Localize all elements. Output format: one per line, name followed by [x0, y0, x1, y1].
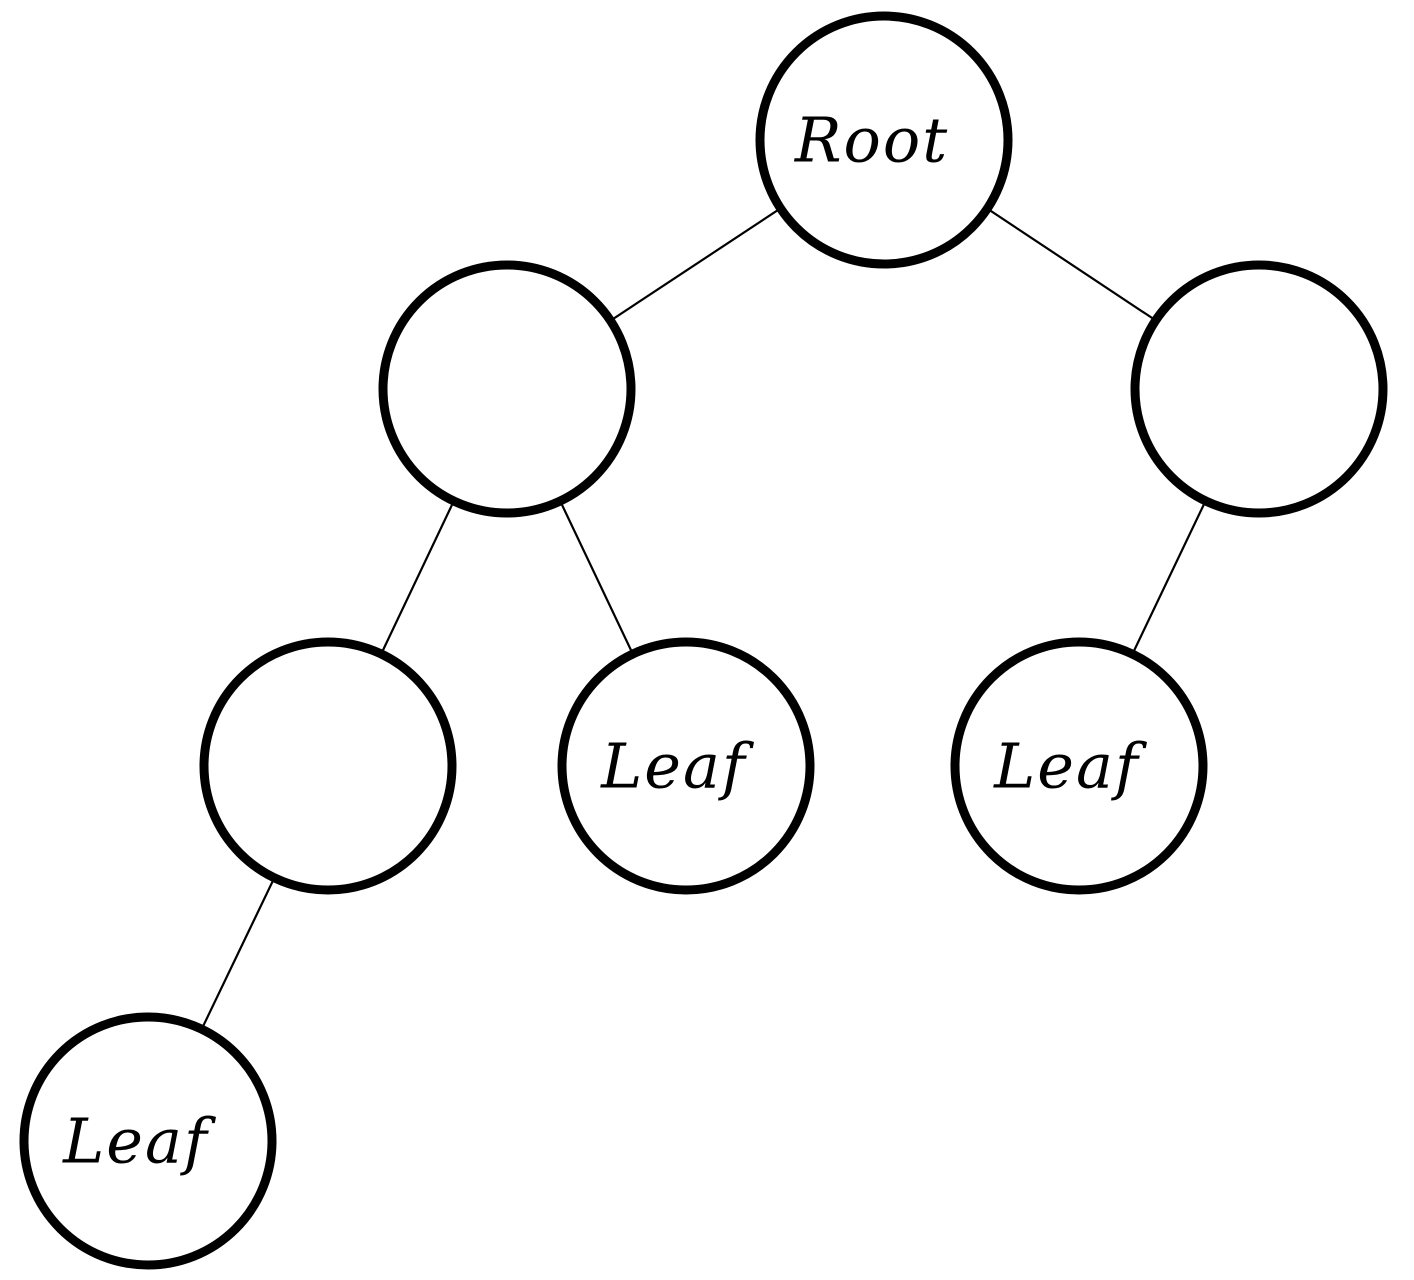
tree-node-n4: Leaf	[557, 637, 815, 895]
node-label: Leaf	[600, 730, 755, 803]
tree-node-n0: Root	[755, 11, 1013, 269]
node-circle	[199, 637, 457, 895]
tree-node-n1	[378, 260, 636, 518]
node-circle	[19, 1012, 277, 1270]
node-circle	[557, 637, 815, 895]
node-label: Leaf	[993, 730, 1148, 803]
node-circle	[378, 260, 636, 518]
node-label: Root	[794, 104, 949, 177]
tree-node-n5: Leaf	[950, 637, 1208, 895]
node-label: Leaf	[62, 1105, 217, 1178]
tree-node-n6: Leaf	[19, 1012, 277, 1270]
tree-node-n3	[199, 637, 457, 895]
node-circle	[950, 637, 1208, 895]
tree-node-n2	[1130, 260, 1388, 518]
node-circle	[1130, 260, 1388, 518]
node-circle	[755, 11, 1013, 269]
